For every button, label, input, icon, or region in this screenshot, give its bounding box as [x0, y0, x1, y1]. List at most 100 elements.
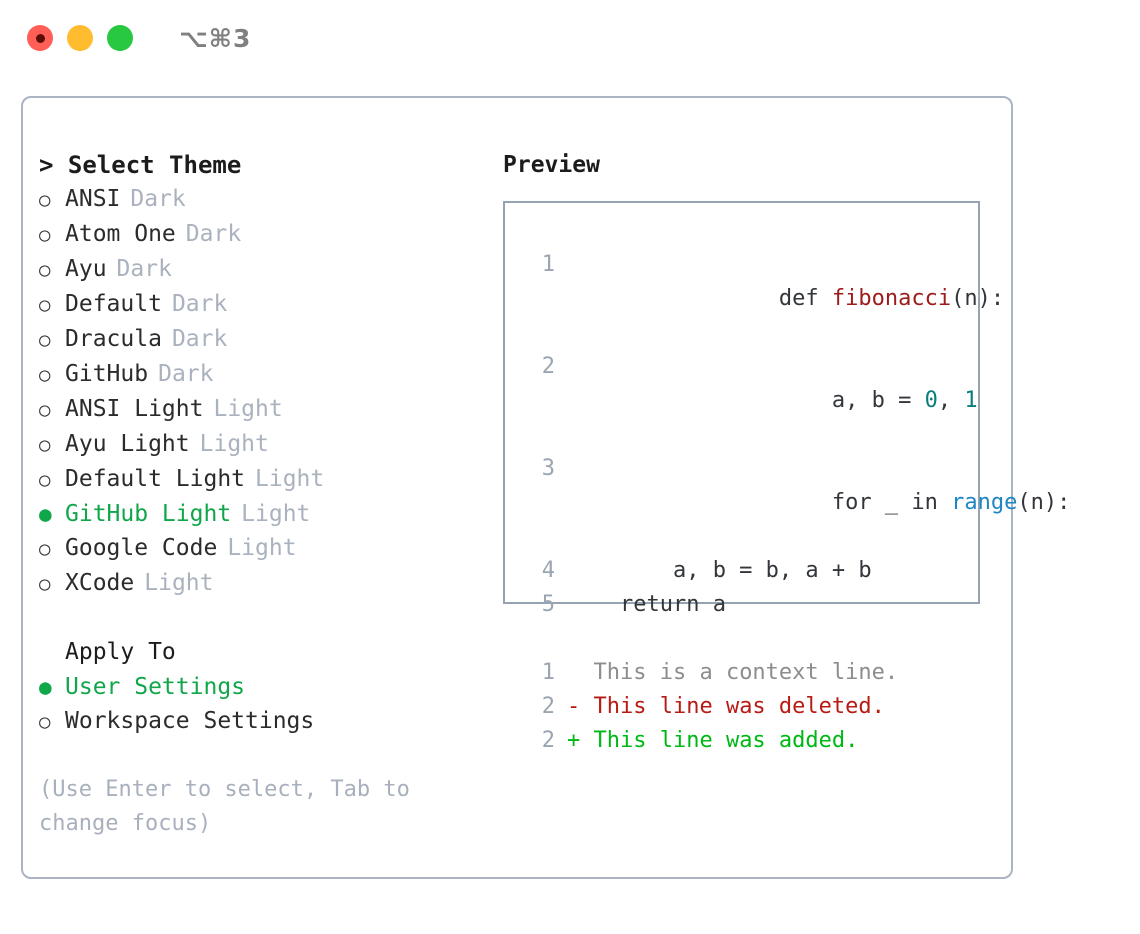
apply-to-list: ● User Settings ○ Workspace Settings	[39, 670, 485, 739]
minimize-button[interactable]	[67, 25, 93, 51]
radio-unselected-icon: ○	[39, 329, 51, 351]
line-number: 3	[541, 456, 555, 481]
radio-unselected-icon: ○	[39, 711, 51, 733]
preview-column: Preview 1 def fibonacci(n): 2	[485, 98, 1070, 877]
code-line: 2 a, b = 0, 1	[525, 350, 978, 452]
apply-to-item-user-settings[interactable]: ● User Settings	[39, 670, 485, 704]
line-number: 2	[541, 694, 555, 719]
radio-unselected-icon: ○	[39, 469, 51, 491]
theme-item-google-code[interactable]: ○ Google Code Light	[39, 531, 485, 566]
theme-item-dracula[interactable]: ○ Dracula Dark	[39, 322, 485, 357]
theme-item-label: Dracula	[65, 326, 162, 352]
code-content: a, b = 0, 1	[567, 350, 978, 452]
line-number: 1	[541, 660, 555, 685]
code-line: 5 return a	[525, 588, 978, 622]
code-token: a, b =	[778, 388, 925, 413]
theme-item-tag: Dark	[171, 291, 228, 317]
diff-marker: +	[567, 728, 581, 753]
theme-item-tag: Light	[255, 466, 325, 492]
title-bar: ⌥⌘3	[0, 0, 1140, 76]
apply-to-item-label: Workspace Settings	[65, 708, 315, 734]
theme-item-label: ANSI	[65, 186, 121, 212]
theme-item-tag: Light	[199, 431, 269, 457]
close-icon	[35, 33, 45, 43]
code-token: (n):	[951, 286, 1005, 311]
theme-item-ayu-light[interactable]: ○ Ayu Light Light	[39, 427, 485, 462]
radio-selected-icon: ●	[39, 675, 52, 699]
code-token: for _ in	[778, 490, 952, 515]
theme-item-default[interactable]: ○ Default Dark	[39, 287, 485, 322]
diff-text: This line was added.	[580, 728, 859, 753]
apply-to-heading: Apply To	[65, 639, 176, 665]
radio-unselected-icon: ○	[39, 294, 51, 316]
diff-sample: 1 This is a context line. 2 - This line …	[525, 656, 978, 758]
code-token: ,	[937, 388, 965, 413]
theme-item-ansi[interactable]: ○ ANSI Dark	[39, 182, 485, 217]
theme-item-tag: Light	[144, 570, 214, 596]
code-line: 4 a, b = b, a + b	[525, 554, 978, 588]
theme-item-default-light[interactable]: ○ Default Light Light	[39, 462, 485, 497]
theme-item-github-dark[interactable]: ○ GitHub Dark	[39, 357, 485, 392]
theme-item-label: Ayu Light	[65, 431, 190, 457]
code-diff-separator	[525, 622, 978, 656]
code-token-number: 1	[964, 388, 978, 413]
theme-item-ansi-light[interactable]: ○ ANSI Light Light	[39, 392, 485, 427]
theme-item-label: Default	[65, 291, 162, 317]
radio-unselected-icon: ○	[39, 399, 51, 421]
code-content: for _ in range(n):	[567, 452, 1070, 554]
list-spacer	[39, 601, 485, 635]
code-token-function: fibonacci	[831, 286, 952, 311]
theme-selection-column: > Select Theme ○ ANSI Dark ○ Atom One Da…	[23, 98, 485, 877]
line-number: 2	[541, 728, 555, 753]
code-content: def fibonacci(n):	[567, 248, 1004, 350]
code-token-number: 0	[924, 388, 938, 413]
line-number: 2	[541, 354, 555, 379]
radio-selected-icon: ●	[39, 502, 52, 526]
select-theme-heading: > Select Theme	[39, 151, 242, 179]
theme-item-tag: Dark	[158, 361, 214, 387]
zoom-button[interactable]	[107, 25, 133, 51]
spacer-icon: ○	[39, 636, 65, 670]
close-button[interactable]	[27, 25, 53, 51]
theme-item-label: XCode	[65, 570, 135, 596]
theme-item-tag: Dark	[116, 256, 172, 282]
theme-item-ayu[interactable]: ○ Ayu Dark	[39, 252, 485, 287]
theme-item-atom-one[interactable]: ○ Atom One Dark	[39, 217, 485, 252]
theme-item-tag: Light	[213, 396, 283, 422]
apply-to-heading-row: ○ Apply To	[39, 635, 485, 670]
apply-to-item-label: User Settings	[65, 674, 246, 700]
line-number: 5	[541, 592, 555, 617]
traffic-lights	[27, 25, 133, 51]
main-panel: > Select Theme ○ ANSI Dark ○ Atom One Da…	[21, 96, 1070, 879]
diff-line-deleted: 2 - This line was deleted.	[525, 690, 978, 724]
apply-to-item-workspace-settings[interactable]: ○ Workspace Settings	[39, 704, 485, 739]
theme-item-label: Default Light	[65, 466, 246, 492]
radio-unselected-icon: ○	[39, 189, 51, 211]
theme-item-tag: Dark	[185, 221, 242, 247]
code-line: 3 for _ in range(n):	[525, 452, 1071, 554]
line-number: 1	[541, 252, 555, 277]
theme-item-label: Ayu	[65, 256, 107, 282]
keyboard-hint-text: (Use Enter to select, Tab to change focu…	[39, 777, 410, 836]
diff-marker	[567, 656, 580, 690]
radio-unselected-icon: ○	[39, 573, 51, 595]
theme-item-github-light[interactable]: ● GitHub Light Light	[39, 497, 485, 531]
preview-heading: Preview	[503, 152, 600, 178]
code-token-call: range	[951, 490, 1018, 515]
diff-line-added: 2 + This line was added.	[525, 724, 978, 758]
theme-list: ○ ANSI Dark ○ Atom One Dark ○ Ayu Dark	[39, 182, 485, 601]
diff-marker: -	[567, 694, 581, 719]
theme-item-label: ANSI Light	[65, 396, 204, 422]
radio-unselected-icon: ○	[39, 538, 51, 560]
code-sample: 1 def fibonacci(n): 2 a, b = 0, 1	[525, 248, 1071, 622]
theme-item-label: Atom One	[65, 221, 176, 247]
theme-item-tag: Light	[241, 501, 311, 527]
theme-item-xcode[interactable]: ○ XCode Light	[39, 566, 485, 601]
theme-item-tag: Dark	[130, 186, 186, 212]
diff-text: This line was deleted.	[580, 694, 885, 719]
preview-box: 1 def fibonacci(n): 2 a, b = 0, 1	[503, 201, 1070, 753]
theme-item-tag: Light	[227, 535, 297, 561]
radio-unselected-icon: ○	[39, 259, 51, 281]
code-content: a, b = b, a + b	[567, 558, 872, 583]
